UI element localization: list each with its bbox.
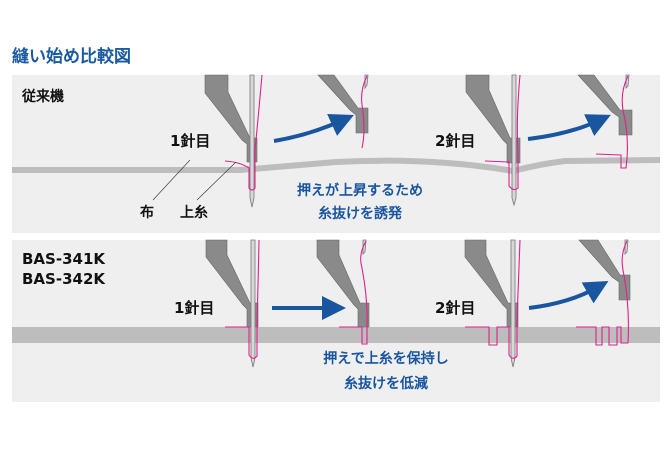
upper-thread <box>339 240 368 345</box>
upper-thread <box>576 240 629 346</box>
upper-thread <box>224 74 263 191</box>
conventional-label: 従来機 <box>21 88 64 105</box>
new-model-note-line2: 糸抜けを低減 <box>344 375 428 392</box>
thread-leader-line <box>196 161 237 201</box>
step-2-label: 2針目 <box>435 299 475 317</box>
presser-frame-2 <box>317 74 369 149</box>
step-1-label: 1針目 <box>170 132 210 150</box>
diagram-title: 縫い始め比較図 <box>12 46 131 67</box>
upper-thread <box>361 75 368 149</box>
presser-foot <box>465 74 521 164</box>
panel-background <box>12 75 660 233</box>
conventional-note-line2: 糸抜けを誘発 <box>318 205 403 222</box>
presser-foot <box>578 239 631 301</box>
new-model-note-line1: 押えで上糸を保持し <box>323 350 449 367</box>
presser-foot <box>317 74 369 134</box>
upper-thread <box>484 74 521 191</box>
fabric <box>12 327 660 343</box>
model-label-342k: BAS-342K <box>22 270 106 288</box>
presser-foot <box>316 239 370 328</box>
presser-frame-4 <box>577 74 633 169</box>
presser-frame-1 <box>205 239 260 368</box>
presser-frame-3 <box>464 239 521 368</box>
presser-frame-2 <box>316 239 370 345</box>
arrow-icon <box>527 114 611 141</box>
conventional-note-line1: 押えが上昇するため <box>297 182 423 199</box>
conventional-panel: 従来機 1針目 2針目 布 <box>12 74 661 233</box>
step-1-label: 1針目 <box>174 299 214 317</box>
presser-foot <box>464 239 519 328</box>
needle <box>249 74 255 208</box>
presser-foot <box>205 239 259 328</box>
model-label-341k: BAS-341K <box>22 250 106 268</box>
needle <box>510 239 516 368</box>
upper-thread <box>595 75 629 169</box>
fabric-leader-line <box>152 159 191 201</box>
upper-thread <box>465 239 521 359</box>
arrow-icon <box>528 281 609 310</box>
presser-frame-4 <box>576 239 631 346</box>
upper-thread-label: 上糸 <box>180 204 208 221</box>
fabric-label: 布 <box>140 204 154 221</box>
fabric <box>12 157 661 175</box>
step-2-label: 2針目 <box>435 132 475 150</box>
upper-thread <box>225 239 260 359</box>
presser-frame-3 <box>465 74 521 207</box>
needle <box>250 239 256 368</box>
presser-frame-1 <box>204 74 263 208</box>
new-model-panel: BAS-341K BAS-342K 1針目 2針目 <box>12 239 660 402</box>
needle <box>511 74 517 207</box>
arrow-icon <box>273 114 354 143</box>
presser-foot <box>204 74 258 163</box>
